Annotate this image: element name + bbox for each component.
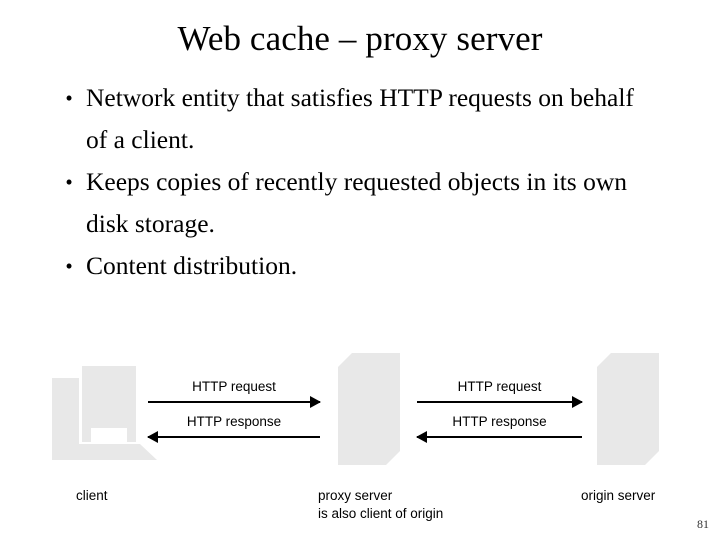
origin-server-icon [597, 353, 659, 465]
flow-request-label: HTTP request [192, 379, 276, 394]
flow-request-arrow-icon [148, 395, 321, 409]
list-item-label: Network entity that satisfies HTTP reque… [86, 83, 634, 154]
flow-proxy-origin: HTTP request HTTP response [416, 378, 583, 444]
proxy-caption-line2: is also client of origin [318, 506, 444, 521]
flow-request-arrow-icon [417, 395, 583, 409]
proxy-caption: proxy server is also client of origin [318, 487, 443, 523]
flow-request-label: HTTP request [457, 379, 542, 394]
client-computer-icon [52, 358, 162, 463]
bullet-glyph-icon: • [65, 254, 73, 278]
bullet-list: • Network entity that satisfies HTTP req… [52, 77, 692, 287]
flow-response-arrow-icon [147, 430, 320, 444]
proxy-caption-line1: proxy server [318, 488, 393, 503]
list-item-label: Keeps copies of recently requested objec… [86, 167, 628, 238]
list-item: • Network entity that satisfies HTTP req… [52, 77, 692, 161]
list-item: • Keeps copies of recently requested obj… [52, 161, 692, 245]
bullet-glyph-icon: • [65, 170, 73, 194]
list-item: • Content distribution. [52, 245, 692, 287]
proxy-server-icon [338, 353, 400, 465]
flow-response-arrow-icon [416, 430, 582, 444]
web-cache-diagram: HTTP request HTTP response HTTP request … [0, 345, 720, 540]
page-title: Web cache – proxy server [177, 19, 543, 58]
bullet-glyph-icon: • [65, 86, 73, 110]
list-item-label: Content distribution. [86, 251, 298, 280]
flow-response-label: HTTP response [186, 414, 282, 429]
flow-response-label: HTTP response [452, 414, 547, 429]
client-caption: client [76, 488, 108, 503]
origin-caption: origin server [581, 488, 656, 503]
page-number: 81 [697, 517, 709, 531]
flow-client-proxy: HTTP request HTTP response [147, 378, 321, 444]
